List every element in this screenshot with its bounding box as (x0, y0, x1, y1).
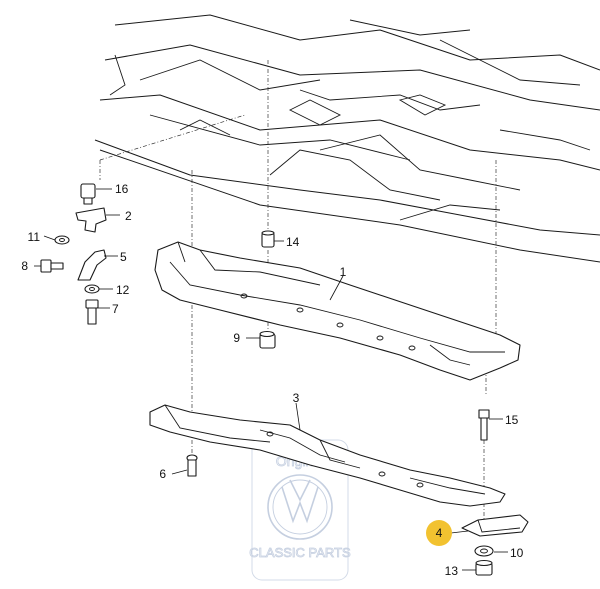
part-3-heat-shield (149, 404, 506, 507)
part-5-strap (77, 249, 107, 281)
part-8-bolt (40, 259, 64, 273)
part-14-nut (261, 230, 275, 248)
vw-logo-icon (267, 474, 333, 540)
part-7-bolt (85, 299, 99, 325)
callout-10[interactable]: 10 (510, 546, 524, 560)
callout-13[interactable]: 13 (445, 564, 459, 578)
callout-11[interactable]: 11 (28, 230, 41, 244)
callout-8[interactable]: 8 (21, 259, 28, 273)
callout-7[interactable]: 7 (112, 302, 119, 316)
highlight-marker-icon (426, 520, 452, 546)
callout-9[interactable]: 9 (233, 331, 240, 345)
leader-lines (34, 188, 508, 571)
callout-5[interactable]: 5 (120, 250, 127, 264)
part-10-washer (474, 545, 494, 557)
part-15-stud (478, 409, 490, 441)
watermark-bottom-text: CLASSIC PARTS (249, 545, 351, 560)
part-2-clip (75, 207, 107, 233)
part-6-screw (186, 454, 198, 477)
assembly-lines (99, 60, 497, 525)
callout-15[interactable]: 15 (505, 413, 519, 427)
callout-3[interactable]: 3 (293, 391, 300, 405)
callout-16[interactable]: 16 (115, 182, 129, 196)
callout-14[interactable]: 14 (286, 235, 300, 249)
floor-pan-drawing (94, 14, 600, 263)
callout-6[interactable]: 6 (159, 467, 166, 481)
part-1-heat-shield (154, 241, 521, 381)
part-4-bracket (461, 514, 529, 537)
callout-2[interactable]: 2 (125, 209, 132, 223)
part-16-nut (80, 183, 96, 205)
callout-1[interactable]: 1 (340, 265, 347, 279)
part-11-washer (54, 235, 70, 245)
part-13-nut (475, 559, 493, 576)
part-12-washer (84, 284, 100, 294)
callout-4[interactable]: 4 (436, 526, 443, 540)
callout-12[interactable]: 12 (116, 283, 130, 297)
part-9-nut (259, 330, 276, 349)
callout-labels: 1 2 3 4 5 6 7 8 9 10 11 12 13 14 15 16 (21, 182, 523, 578)
